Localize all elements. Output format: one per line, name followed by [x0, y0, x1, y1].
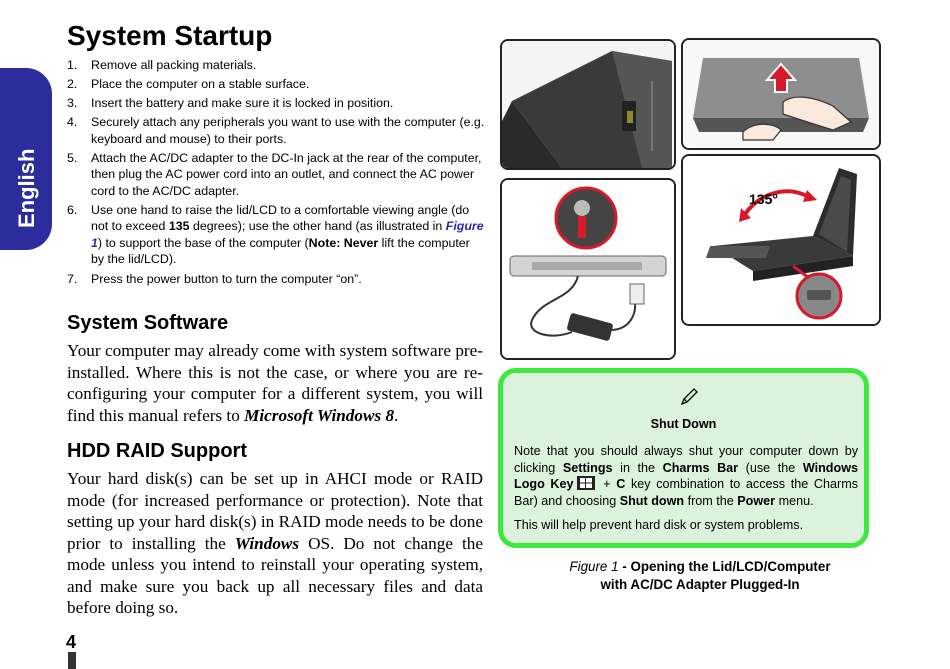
angle-label: 135°	[749, 191, 778, 207]
note-text: Note that you should always shut your co…	[514, 444, 858, 475]
startup-steps-list: 1. Remove all packing materials. 2. Place …	[67, 57, 485, 290]
figure-caption: Figure 1 - Opening the Lid/LCD/Computer …	[540, 558, 860, 594]
step-text: ) to support the base of the computer (	[97, 235, 309, 250]
language-tab: English	[0, 68, 52, 250]
laptop-rear-photo	[500, 39, 676, 170]
step-number: 3.	[67, 96, 78, 111]
laptop-rear-illustration	[502, 41, 674, 168]
note-text: menu.	[775, 493, 814, 508]
note-title: Shut Down	[650, 417, 717, 431]
windows-name: Windows	[234, 533, 300, 553]
page-number: 4	[66, 632, 77, 652]
caption-line-1: - Opening the Lid/LCD/Computer	[618, 559, 831, 574]
step-number: 1.	[67, 58, 78, 72]
page-title: System Startup	[67, 20, 273, 51]
note-text: key combination to access the Charms Bar…	[514, 477, 858, 508]
laptop-135-photo: 135°	[681, 154, 881, 326]
shut-down-term: Shut down	[619, 493, 685, 508]
software-text: Your computer may already come with syst…	[67, 341, 483, 425]
step-text: Attach the AC/DC adapter to the DC-In ja…	[91, 150, 482, 198]
step-text: lift the computer by the lid/LCD).	[91, 235, 470, 267]
list-item: 2. Place the computer on a stable surface…	[67, 76, 485, 93]
note-paragraph-2: This will help prevent hard disk or syst…	[514, 518, 804, 532]
step-number: 2.	[67, 77, 78, 92]
note-text: in the	[612, 460, 663, 475]
language-tab-label: English	[14, 148, 39, 228]
settings-term: Settings	[562, 460, 613, 475]
raid-text-end: OS. Do not change the mode unless you in…	[67, 533, 483, 618]
figure-link[interactable]: Figure 1	[91, 219, 484, 250]
software-text-end: .	[394, 405, 399, 425]
step-number: 5.	[67, 150, 78, 165]
windows-logo-key-term: Windows Logo Key	[514, 460, 858, 492]
angle-limit: 135	[168, 219, 190, 234]
note-paragraph-1: Note that you should always shut your co…	[514, 443, 858, 509]
step-text: Press the power button to turn the compu…	[91, 271, 362, 286]
list-item: 4. Securely attach any peripherals you wa…	[67, 114, 485, 147]
note-text: +	[597, 477, 617, 491]
lid-opening-illustration	[683, 40, 879, 148]
section-title-software: System Software	[67, 312, 229, 334]
step-text: Securely attach any peripherals you want…	[91, 115, 485, 146]
note-text: (use the	[738, 460, 803, 475]
page-number-bar	[68, 652, 76, 669]
step-number: 4.	[67, 115, 78, 130]
windows-8-name: Microsoft Windows 8	[244, 405, 395, 425]
pencil-icon	[680, 388, 698, 406]
step-number: 6.	[67, 202, 78, 217]
caption-line-2: with AC/DC Adapter Plugged-In	[600, 577, 800, 592]
step-number: 7.	[67, 271, 78, 286]
raid-paragraph: Your hard disk(s) can be set up in AHCI …	[67, 468, 483, 619]
list-item: 7. Press the power button to turn the com…	[67, 271, 485, 288]
note-text: from the	[684, 493, 738, 508]
power-term: Power	[737, 493, 776, 508]
windows-logo-icon	[576, 476, 595, 490]
step-text: Use one hand to raise the lid/LCD to a c…	[91, 202, 470, 234]
software-paragraph: Your computer may already come with syst…	[67, 340, 483, 426]
raid-text: Your hard disk(s) can be set up in AHCI …	[67, 469, 483, 553]
note-never: Note: Never	[308, 235, 379, 250]
adapter-connection-photo	[500, 178, 676, 360]
lid-opening-photo	[681, 38, 881, 150]
list-item: 6. Use one hand to raise the lid/LCD to a…	[67, 202, 485, 268]
section-title-raid: HDD RAID Support	[67, 440, 247, 462]
step-text: Remove all packing materials.	[91, 58, 257, 72]
laptop-135-illustration: 135°	[683, 156, 879, 324]
charms-bar-term: Charms Bar	[662, 460, 739, 475]
shut-down-note: Shut Down Note that you should always sh…	[498, 368, 869, 548]
step-text: Insert the battery and make sure it is l…	[91, 96, 394, 111]
c-key-term: C	[616, 477, 626, 491]
step-text: Place the computer on a stable surface.	[91, 77, 310, 92]
list-item: 5. Attach the AC/DC adapter to the DC-In …	[67, 150, 485, 200]
adapter-connection-illustration	[502, 180, 674, 358]
list-item: 1. Remove all packing materials.	[67, 57, 485, 74]
note-body: Note that you should always shut your co…	[514, 443, 858, 542]
list-item: 3. Insert the battery and make sure it is…	[67, 95, 485, 112]
step-text: degrees); use the other hand (as illustr…	[189, 219, 446, 234]
caption-figure-label: Figure 1	[569, 559, 619, 574]
